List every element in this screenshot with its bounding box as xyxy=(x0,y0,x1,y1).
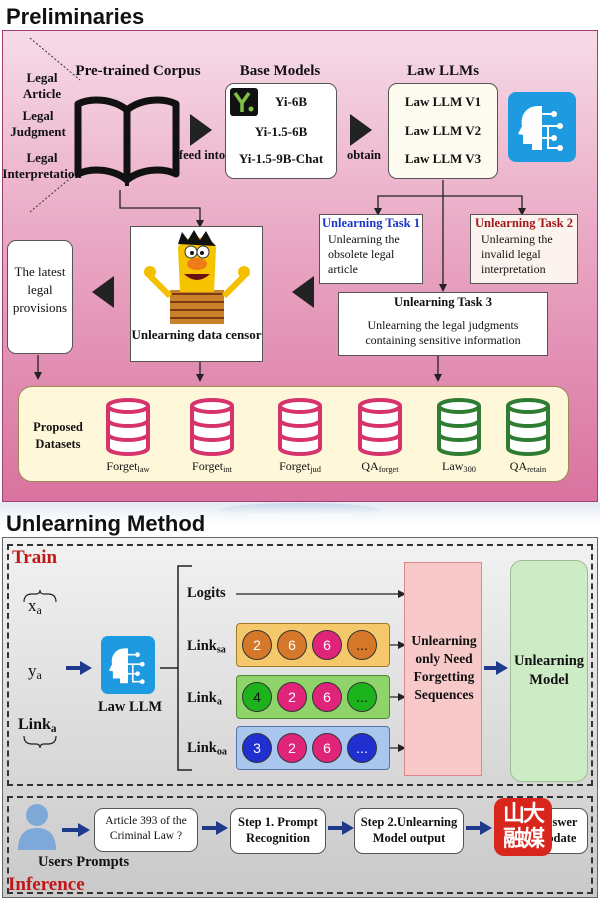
law-llm-v2: Law LLM V2 xyxy=(404,123,482,138)
database-icon xyxy=(437,398,481,456)
media-logo-text: 山大融媒 xyxy=(502,802,545,852)
train-law-llm-label: Law LLM xyxy=(97,699,163,715)
link-oa-label: Linkoa xyxy=(187,740,227,758)
corpus-slant-lines xyxy=(29,37,81,213)
step1-text: Step 1. Prompt Recognition xyxy=(238,815,318,845)
task2-box xyxy=(470,214,578,284)
train-label: Train xyxy=(12,547,58,568)
link-a-token: 6 xyxy=(312,682,342,712)
censor-to-latest-arrow-icon xyxy=(92,276,114,308)
dataset-label: Forgetjud xyxy=(279,459,321,475)
media-logo-icon: 山大融媒 xyxy=(494,798,552,856)
task2-title: Unlearning Task 2 xyxy=(475,216,573,230)
law-llm-v1: Law LLM V1 xyxy=(404,94,482,109)
link-sa-token: 6 xyxy=(277,630,307,660)
link-oa-token: 6 xyxy=(312,733,342,763)
database-icon xyxy=(358,398,402,456)
link-oa-token: ... xyxy=(347,733,377,763)
forgetting-label: Unlearning only Need Forgetting Sequence… xyxy=(411,633,477,702)
inference-label: Inference xyxy=(8,874,85,895)
dataset-label: QAforget xyxy=(361,459,399,475)
task1-box xyxy=(319,214,423,284)
feed-into-label: feed into xyxy=(178,148,226,162)
input-x: xa xyxy=(28,596,42,617)
link-a-label: Linka xyxy=(187,690,222,708)
base-model-yi-1-5-6b: Yi-1.5-6B xyxy=(254,124,308,139)
forgetting-box xyxy=(404,562,482,776)
link-a-token: ... xyxy=(347,682,377,712)
database-icon xyxy=(506,398,550,456)
train-dashed-frame xyxy=(7,544,593,786)
link-oa-token: 2 xyxy=(277,733,307,763)
task3-title: Unlearning Task 3 xyxy=(394,295,492,309)
task3-text: Unlearning the legal judgments containin… xyxy=(365,318,521,347)
prompt-box xyxy=(94,808,198,852)
task-to-censor-arrow-icon xyxy=(292,276,314,308)
label-legal-article: Legal Article xyxy=(22,70,62,101)
link-oa-token: 3 xyxy=(242,733,272,763)
task1-title: Unlearning Task 1 xyxy=(322,216,420,230)
law-llm-v3: Law LLM V3 xyxy=(404,151,482,166)
step2-box xyxy=(354,808,464,854)
muppet-censor-icon xyxy=(144,230,250,324)
link-a-token: 2 xyxy=(277,682,307,712)
dataset-label: Forgetint xyxy=(192,459,232,475)
ai-head-logo-icon xyxy=(508,92,576,162)
label-legal-interpretation: Legal Interpretation xyxy=(2,150,82,181)
book-icon xyxy=(74,96,180,186)
input-arrow-icon xyxy=(66,661,92,675)
base-model-yi-1-5-9b-chat: Yi-1.5-9B-Chat xyxy=(238,151,324,166)
link-sa-token: ... xyxy=(347,630,377,660)
user-icon xyxy=(18,804,56,850)
preliminaries-title: Preliminaries xyxy=(6,4,145,29)
divider-glow xyxy=(220,503,380,517)
link-sa-label: Linksa xyxy=(187,638,226,656)
law-llms-box xyxy=(388,83,498,179)
train-law-llm-logo-icon xyxy=(101,636,155,694)
database-icon xyxy=(106,398,150,456)
dataset-label: Forgetlaw xyxy=(106,459,150,475)
corpus-title: Pre-trained Corpus xyxy=(75,63,201,79)
unlearning-model-label: Unlearning Model xyxy=(513,653,585,688)
latest-provisions-box xyxy=(7,240,73,354)
task2-text: Unlearning the invalid legal interpretat… xyxy=(481,232,553,276)
input-braces xyxy=(23,590,57,749)
latest-provisions-text: The latest legal provisions xyxy=(12,264,68,315)
censor-label: Unlearning data censor xyxy=(131,327,262,342)
dataset-label: Law300 xyxy=(442,459,476,475)
logits-label: Logits xyxy=(187,585,226,601)
yi-logo-icon xyxy=(230,88,258,116)
task3-box xyxy=(338,292,548,356)
dataset-label: QAretain xyxy=(509,459,547,475)
database-icon xyxy=(190,398,234,456)
base-model-yi-6b: Yi-6B xyxy=(274,94,308,109)
link-a-token: 4 xyxy=(242,682,272,712)
obtain-label: obtain xyxy=(346,148,382,162)
link-sa-token: 2 xyxy=(242,630,272,660)
datasets-label: Proposed Datasets xyxy=(33,420,83,451)
prompt-text: Article 393 of the Criminal Law ? xyxy=(105,815,187,842)
task1-text: Unlearning the obsolete legal article xyxy=(328,232,400,276)
obtain-arrow-icon xyxy=(350,114,372,146)
step2-text: Step 2.Unlearning Model output xyxy=(360,815,458,845)
law-llms-title: Law LLMs xyxy=(406,63,480,79)
feed-into-arrow-icon xyxy=(190,114,212,146)
base-models-title: Base Models xyxy=(239,63,321,79)
inference-dashed-frame xyxy=(7,796,593,894)
link-sa-token: 6 xyxy=(312,630,342,660)
input-y: ya xyxy=(28,661,42,682)
preliminaries-connectors xyxy=(34,180,526,382)
unlearning-method-title: Unlearning Method xyxy=(6,511,206,536)
step1-box xyxy=(230,808,326,854)
database-icon xyxy=(278,398,322,456)
input-link: Linka xyxy=(18,716,57,735)
users-prompts-label: Users Prompts xyxy=(38,854,130,870)
unlearning-model-box xyxy=(510,560,588,782)
label-legal-judgment: Legal Judgment xyxy=(10,108,66,139)
